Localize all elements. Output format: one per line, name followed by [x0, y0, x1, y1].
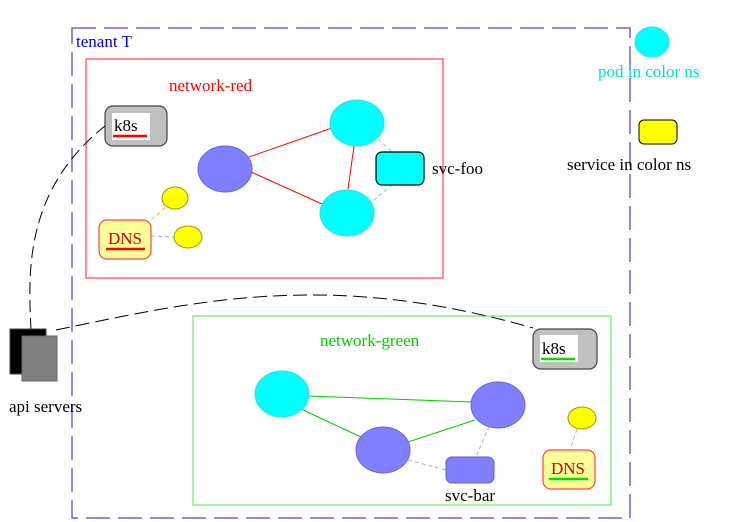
api-servers-icon[interactable]	[9, 328, 58, 382]
service-green-1[interactable]	[567, 406, 597, 430]
svc-foo-label: svc-foo	[432, 159, 483, 178]
red-edge-purple-topcyan	[248, 127, 333, 158]
pod-purple-red[interactable]	[197, 145, 253, 193]
legend-service-icon	[638, 119, 678, 145]
edge-purplebottom-svcbar	[407, 459, 447, 471]
edge-dns-red-service2	[150, 235, 175, 238]
api-servers-label: api servers	[9, 397, 82, 416]
pod-cyan-green[interactable]	[254, 370, 310, 418]
pod-purple-green-bottom[interactable]	[355, 426, 411, 474]
edge-bottomcyan-svcfoo	[367, 184, 393, 206]
edge-topcyan-svcfoo	[377, 138, 393, 153]
pod-purple-green-right[interactable]	[470, 381, 526, 429]
green-edge-purplebottom-purpleright	[407, 419, 476, 443]
legend-pod-label: pod in color ns	[598, 62, 700, 81]
dns-red-label: DNS	[108, 229, 142, 248]
dns-green-label: DNS	[551, 459, 585, 478]
network-red-label: network-red	[169, 76, 253, 95]
edge-purpleright-svcbar	[475, 425, 490, 458]
svc-foo-node[interactable]	[375, 151, 425, 186]
api-to-k8s-red-link	[29, 125, 106, 331]
legend-service-label: service in color ns	[567, 155, 691, 174]
network-red-box	[85, 58, 444, 279]
red-edge-purple-bottomcyan	[250, 171, 323, 205]
network-green-box	[192, 315, 612, 506]
svc-bar-node[interactable]	[445, 456, 495, 484]
service-red-1[interactable]	[161, 186, 189, 210]
k8s-green-label-bg	[540, 335, 578, 362]
green-edge-cyan-purpleright	[307, 395, 472, 403]
tenant-label: tenant T	[76, 32, 132, 51]
green-edge-cyan-purplebottom	[300, 408, 364, 439]
svc-bar-label: svc-bar	[445, 486, 495, 505]
service-red-2[interactable]	[173, 225, 203, 249]
k8s-green-label: k8s	[542, 339, 566, 358]
k8s-red-label: k8s	[114, 116, 138, 135]
edge-dns-red-service1	[145, 206, 167, 225]
network-green-label: network-green	[320, 331, 420, 350]
pod-cyan-red-top[interactable]	[329, 99, 385, 147]
pod-cyan-red-bottom[interactable]	[319, 189, 375, 237]
red-edge-topcyan-bottomcyan	[347, 145, 355, 190]
edge-dns-green-service	[569, 428, 578, 451]
api-to-k8s-green-link	[55, 294, 534, 331]
legend-pod-icon	[634, 26, 670, 58]
tenant-boundary	[71, 27, 631, 519]
